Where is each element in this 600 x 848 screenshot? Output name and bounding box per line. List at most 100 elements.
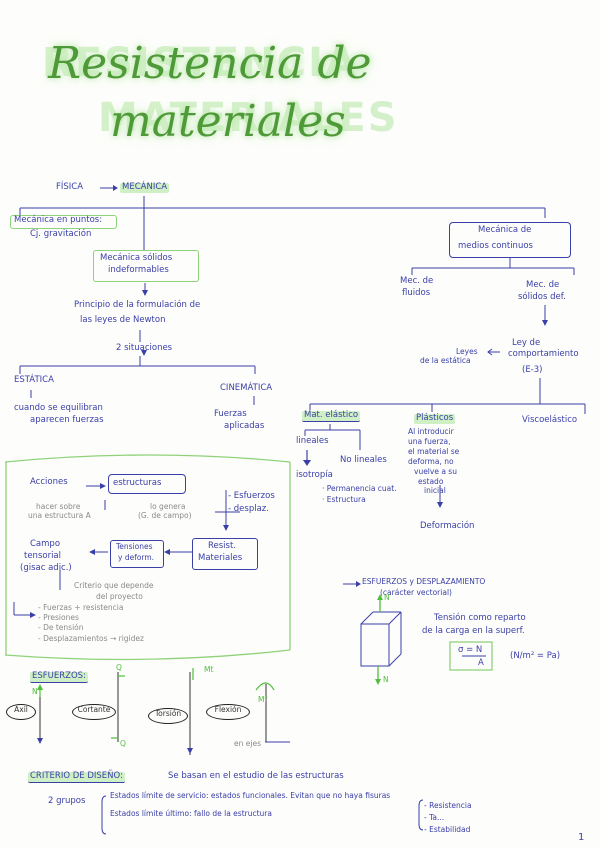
torsion-mt: Mt [204, 665, 214, 674]
tensiones-2: y deform. [118, 553, 155, 562]
fisica-label: FÍSICA [56, 182, 84, 192]
estatica-d1: cuando se equilibran [14, 403, 103, 413]
mec-medios-box [449, 222, 571, 258]
solidos-def-1: Mec. de [526, 280, 560, 290]
cinematica-d1: Fuerzas [214, 409, 247, 419]
plasticos-d7: inicial [424, 486, 446, 495]
esfuerzos-item: - Esfuerzos [228, 491, 275, 501]
diagram-item-2: - Presiones [38, 613, 79, 622]
flexion-oval: Flexión [206, 704, 250, 720]
axil-label: Axil [14, 705, 28, 714]
principio-1: Principio de la formulación de [74, 300, 201, 310]
grupo-1: Estados límite de servicio: estados func… [110, 791, 391, 800]
estructura: · Estructura [322, 495, 366, 504]
mec-puntos-box [10, 215, 117, 229]
esfuerzos-desplaz-1: ESFUERZOS y DESPLAZAMIENTO [362, 577, 486, 586]
diagram-item-1: - Fuerzas + resistencia [38, 603, 124, 612]
ta-item: - Ta... [424, 813, 445, 822]
mecanica-label: MECÁNICA [120, 182, 170, 193]
page-number: 1 [578, 832, 585, 843]
n-bottom-label: N [383, 675, 389, 684]
ley-2: comportamiento [508, 349, 579, 359]
desplaz-item: - desplaz. [228, 504, 269, 514]
permanencia: · Permanencia cuat. [322, 484, 397, 493]
axil-oval: Axil [6, 704, 36, 720]
plasticos: Plásticos [414, 413, 456, 424]
solidos-def-2: sólidos def. [518, 292, 566, 302]
mec-solidos-box [93, 250, 199, 282]
axil-n: N [32, 687, 38, 696]
units: (N/m² = Pa) [510, 651, 561, 661]
esfuerzos-heading: ESFUERZOS: [30, 671, 88, 683]
estructura-a: una estructura A [28, 511, 91, 520]
situaciones: 2 situaciones [116, 343, 173, 353]
mec-solidos-2: indeformables [108, 265, 169, 275]
tensiones-1: Tensiones [116, 542, 153, 551]
mec-puntos-1: Mecánica en puntos: [14, 215, 103, 225]
ley-1: Ley de [512, 338, 541, 348]
title-shadow-2: MATERIALES [98, 95, 399, 141]
cortante-oval: Cortante [72, 704, 116, 720]
criterio-heading: CRITERIO DE DISEÑO: [28, 771, 125, 783]
lo-genera-1: lo genera [150, 502, 186, 511]
en-ejes: en ejes [234, 739, 261, 748]
formula-bottom: A [478, 658, 484, 668]
principio-2: las leyes de Newton [80, 315, 166, 325]
estatica-d2: aparecen fuerzas [30, 415, 104, 425]
grupo-2: Estados límite último: fallo de la estru… [110, 809, 272, 818]
esfuerzos-desplaz-2: (carácter vectorial) [380, 588, 452, 597]
campo-2: tensorial [24, 551, 62, 561]
lineales: lineales [296, 436, 329, 446]
cortante-label: Cortante [77, 705, 111, 714]
diagram-item-4: - Desplazamientos → rigidez [38, 634, 144, 643]
plasticos-d1: Al introducir [408, 427, 454, 436]
viscoelastico: Viscoelástico [522, 415, 578, 425]
torsion-label: Torsión [154, 709, 182, 718]
flexion-mf: Mf [258, 695, 268, 704]
acciones: Acciones [30, 477, 68, 487]
lo-genera-2: (G. de campo) [138, 511, 192, 520]
leyes-2: de la estática [420, 356, 471, 365]
no-lineales: No lineales [340, 455, 387, 465]
cinematica-d2: aplicadas [224, 421, 265, 431]
ley-3: (E-3) [522, 365, 543, 375]
campo-3: (gisac adic.) [20, 563, 72, 573]
cinematica: CINEMÁTICA [220, 383, 273, 393]
estructuras-box [108, 474, 186, 494]
leyes-1: Leyes [456, 347, 478, 356]
mec-medios-1: Mecánica de [478, 225, 532, 235]
hacer-sobre: hacer sobre [36, 502, 81, 511]
tension-2: de la carga en la superf. [422, 626, 525, 636]
criterio-proyecto-2: del proyecto [96, 592, 143, 601]
plasticos-d5: vuelve a su [414, 467, 457, 476]
diagram-item-3: - De tensión [38, 623, 84, 632]
plasticos-d2: una fuerza, [408, 437, 451, 446]
campo-1: Campo [30, 539, 61, 549]
fluidos-2: fluidos [402, 288, 431, 298]
torsion-oval: Torsión [148, 708, 188, 724]
isotropia: isotropía [296, 470, 333, 480]
title-line-1: Resistencia de [48, 38, 372, 89]
cortante-q: Q [116, 663, 122, 672]
resist-box [192, 538, 258, 570]
resist-1: Resist. [208, 541, 237, 551]
formula-top: σ = N [458, 645, 483, 655]
resistencia-item: - Resistencia [424, 801, 472, 810]
criterio-proyecto-1: Criterio que depende [74, 581, 154, 590]
mec-medios-2: medios continuos [458, 241, 533, 251]
fluidos-1: Mec. de [400, 276, 434, 286]
mec-puntos-2: Cj. gravitación [30, 229, 92, 239]
plasticos-d3: el material se [408, 447, 460, 456]
tension-1: Tensión como reparto [434, 613, 526, 623]
tensiones-box [110, 540, 164, 568]
plasticos-d6: estado [418, 477, 444, 486]
n-top-label: N [384, 593, 390, 602]
title-shadow-1: RESISTENCIA [42, 40, 358, 86]
grupos: 2 grupos [48, 796, 86, 806]
cortante-q2: Q [120, 739, 126, 748]
title-line-2: materiales [110, 96, 346, 147]
mec-solidos-1: Mecánica sólidos [100, 253, 173, 263]
deformacion: Deformación [420, 521, 475, 531]
